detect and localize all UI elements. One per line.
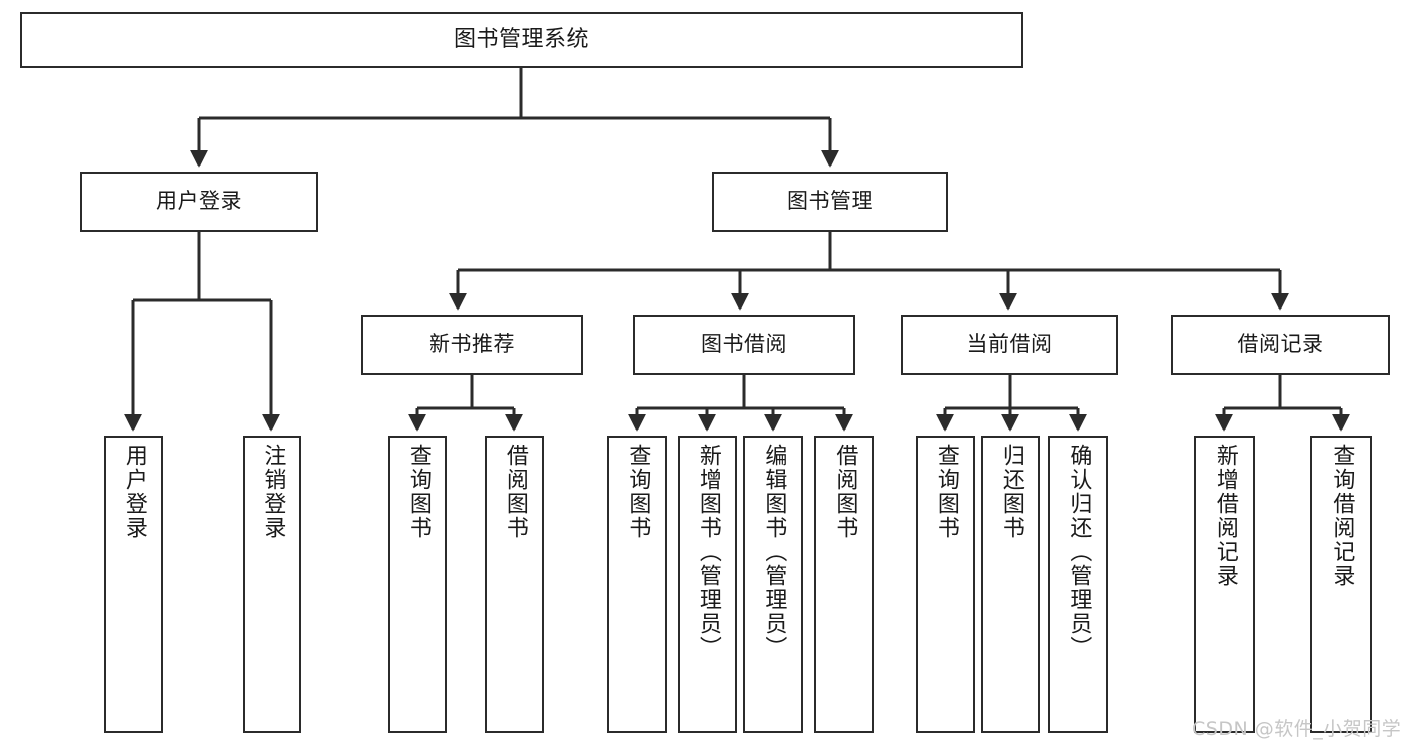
leaf-user-login-label: 用户登录 — [121, 444, 147, 540]
leaf-add-book-admin-label: 新增图书（管理员） — [695, 444, 721, 660]
node-book-management-label: 图书管理 — [787, 189, 873, 214]
leaf-borrow-book-label: 借阅图书 — [832, 444, 858, 540]
leaf-query-book-borrow-label: 查询图书 — [625, 444, 651, 540]
leaf-query-book-current[interactable]: 查询图书 — [916, 436, 975, 733]
leaf-borrow-book-recommend-label: 借阅图书 — [502, 444, 528, 540]
node-user-login[interactable]: 用户登录 — [80, 172, 318, 232]
watermark: CSDN @软件_小贺同学 — [1192, 718, 1402, 740]
leaf-query-book-recommend[interactable]: 查询图书 — [388, 436, 447, 733]
leaf-query-borrow-record-label: 查询借阅记录 — [1329, 444, 1355, 588]
leaf-edit-book-admin-label: 编辑图书（管理员） — [761, 444, 787, 660]
leaf-confirm-return-admin-label: 确认归还（管理员） — [1066, 444, 1092, 660]
node-book-borrow[interactable]: 图书借阅 — [633, 315, 855, 375]
node-current-borrow-label: 当前借阅 — [966, 332, 1053, 357]
leaf-add-book-admin[interactable]: 新增图书（管理员） — [678, 436, 737, 733]
node-borrow-record[interactable]: 借阅记录 — [1171, 315, 1390, 375]
leaf-query-book-recommend-label: 查询图书 — [405, 444, 431, 540]
node-user-login-label: 用户登录 — [156, 189, 242, 214]
leaf-add-borrow-record[interactable]: 新增借阅记录 — [1194, 436, 1255, 733]
node-borrow-record-label: 借阅记录 — [1237, 332, 1324, 357]
leaf-return-book[interactable]: 归还图书 — [981, 436, 1040, 733]
leaf-edit-book-admin[interactable]: 编辑图书（管理员） — [743, 436, 803, 733]
leaf-logout[interactable]: 注销登录 — [243, 436, 301, 733]
leaf-user-login[interactable]: 用户登录 — [104, 436, 163, 733]
leaf-confirm-return-admin[interactable]: 确认归还（管理员） — [1048, 436, 1108, 733]
leaf-add-borrow-record-label: 新增借阅记录 — [1212, 444, 1238, 588]
node-new-book-recommend[interactable]: 新书推荐 — [361, 315, 583, 375]
node-root[interactable]: 图书管理系统 — [20, 12, 1023, 68]
node-book-borrow-label: 图书借阅 — [701, 332, 787, 357]
leaf-borrow-book-recommend[interactable]: 借阅图书 — [485, 436, 544, 733]
leaf-query-borrow-record[interactable]: 查询借阅记录 — [1310, 436, 1372, 733]
leaf-query-book-current-label: 查询图书 — [933, 444, 959, 540]
node-root-label: 图书管理系统 — [453, 26, 589, 52]
node-new-book-recommend-label: 新书推荐 — [429, 332, 515, 357]
node-book-management[interactable]: 图书管理 — [712, 172, 948, 232]
leaf-return-book-label: 归还图书 — [998, 444, 1024, 540]
node-current-borrow[interactable]: 当前借阅 — [901, 315, 1118, 375]
leaf-borrow-book[interactable]: 借阅图书 — [814, 436, 874, 733]
leaf-query-book-borrow[interactable]: 查询图书 — [607, 436, 667, 733]
leaf-logout-label: 注销登录 — [260, 444, 286, 540]
